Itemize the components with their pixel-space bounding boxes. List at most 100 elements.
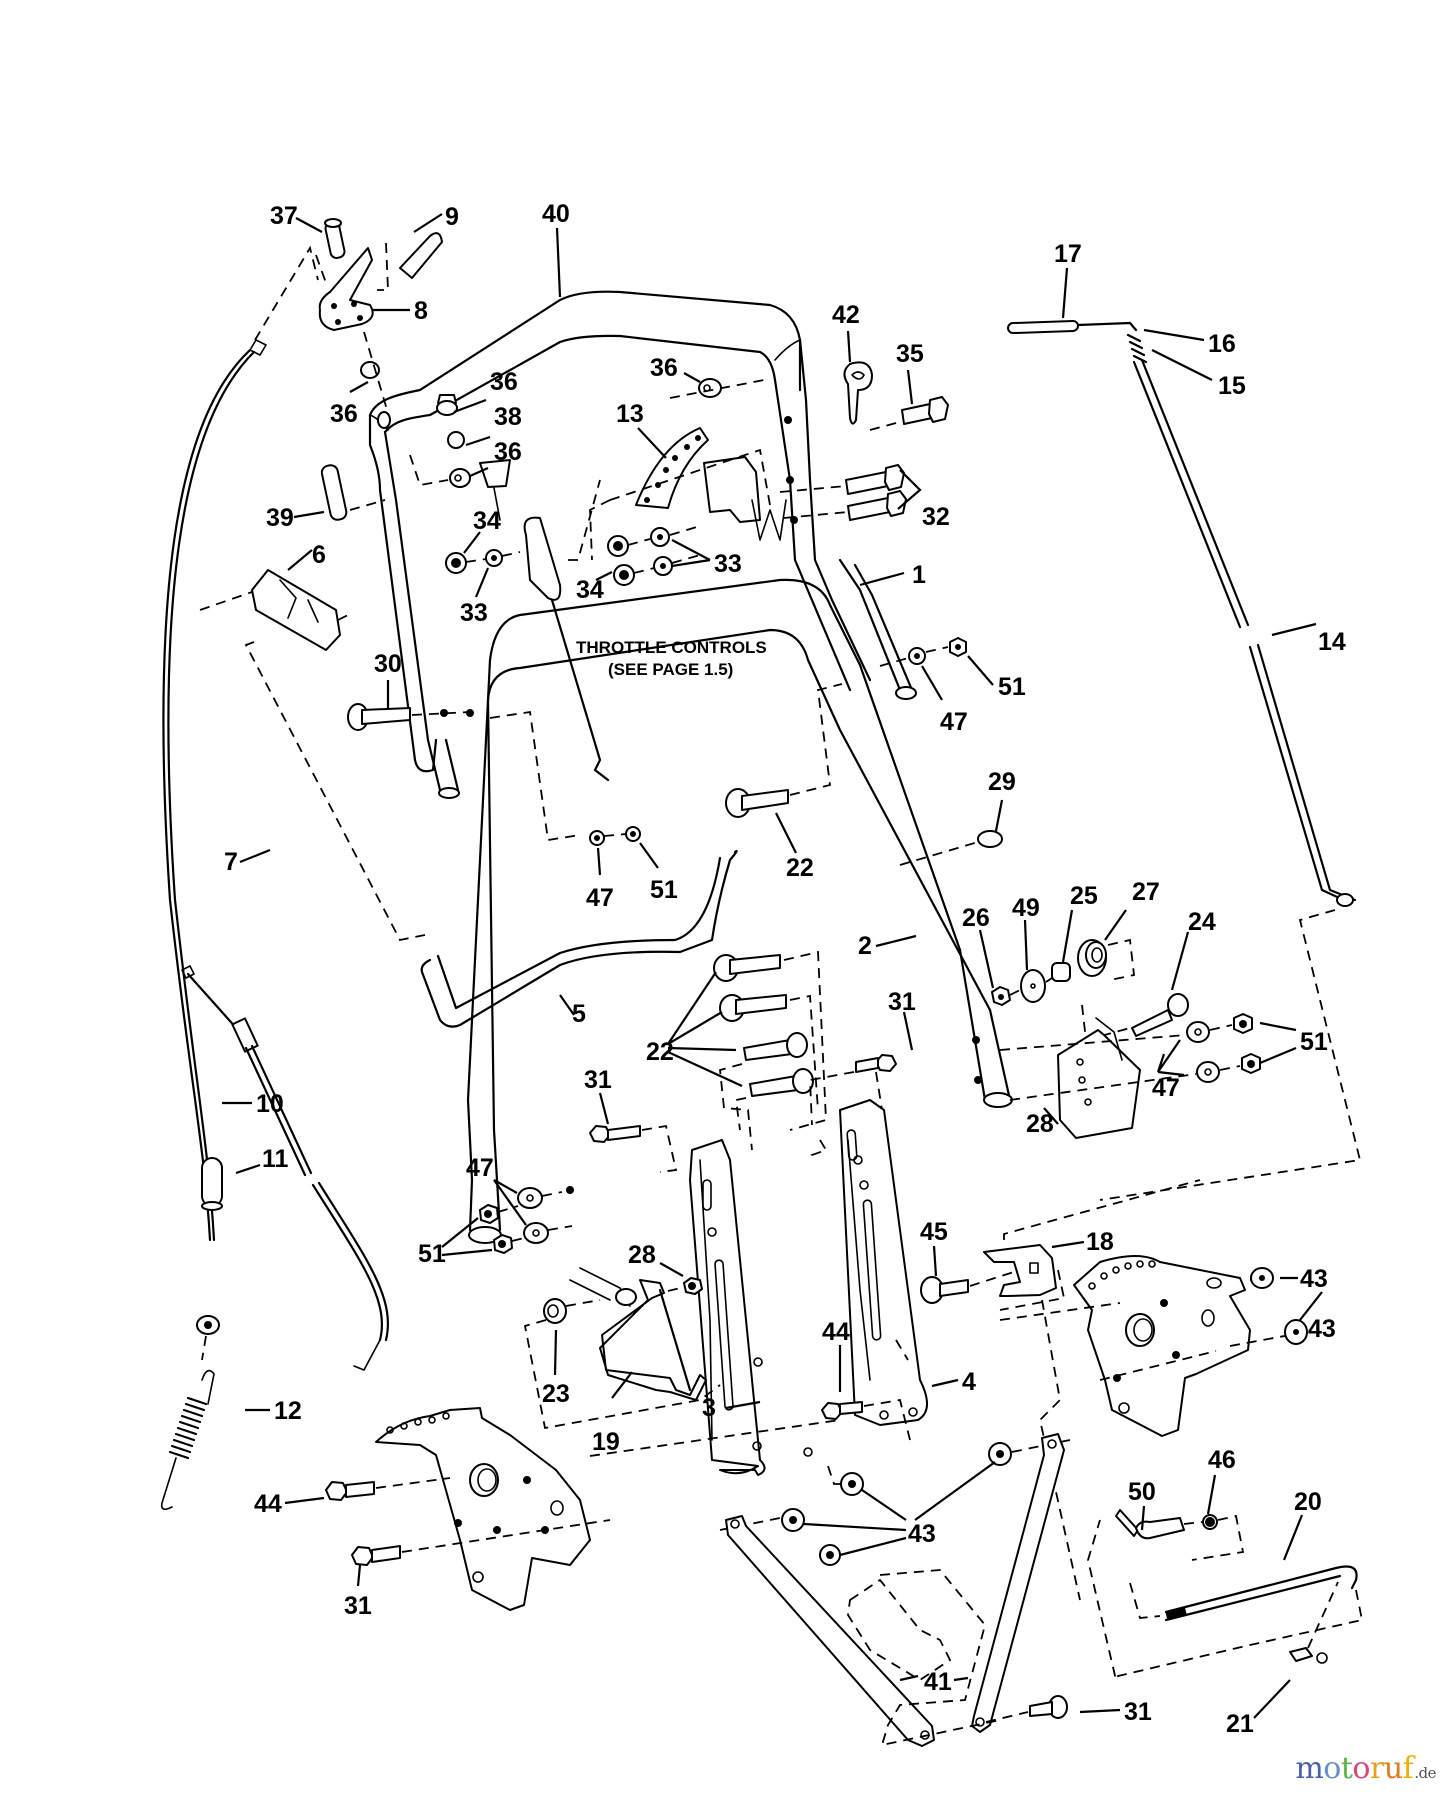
callout-30: 30 bbox=[374, 650, 402, 678]
bolt-31-bottom bbox=[985, 1695, 1068, 1723]
callout-36: 36 bbox=[650, 354, 678, 382]
washer-33-left bbox=[465, 549, 521, 567]
callout-31: 31 bbox=[888, 988, 916, 1016]
rod-5 bbox=[420, 849, 738, 1028]
nut-38 bbox=[447, 431, 465, 449]
callout-15: 15 bbox=[1218, 372, 1246, 400]
bracket-19 bbox=[569, 1267, 707, 1401]
washer-nut-47-51-upper bbox=[879, 637, 967, 667]
callout-28: 28 bbox=[1026, 1110, 1054, 1138]
callout-1: 1 bbox=[912, 561, 926, 589]
leader-lines bbox=[222, 213, 1323, 1719]
pin-37 bbox=[324, 218, 346, 259]
nut-26 bbox=[991, 986, 1011, 1006]
callout-12: 12 bbox=[274, 1397, 302, 1425]
control-lever-8 bbox=[315, 242, 389, 331]
callout-28: 28 bbox=[628, 1241, 656, 1269]
logo-letter: r bbox=[1369, 1751, 1384, 1786]
callout-37: 37 bbox=[270, 202, 298, 230]
callout-47: 47 bbox=[1152, 1074, 1180, 1102]
callout-labels: 37 9 8 40 36 36 38 36 36 42 35 13 32 17 … bbox=[224, 200, 1346, 1738]
callout-33: 33 bbox=[460, 599, 488, 627]
callout-3: 3 bbox=[702, 1394, 716, 1422]
clamp-29 bbox=[899, 830, 1003, 866]
bushing-36-c bbox=[669, 378, 765, 399]
bracket-18 bbox=[983, 1179, 1201, 1601]
callout-50: 50 bbox=[1128, 1478, 1156, 1506]
callout-43: 43 bbox=[908, 1520, 936, 1548]
callout-7: 7 bbox=[224, 848, 238, 876]
callout-35: 35 bbox=[896, 340, 924, 368]
nuts-43-right bbox=[1250, 1267, 1308, 1345]
note-line-1: THROTTLE CONTROLS bbox=[576, 638, 767, 657]
throttle-controls-note: THROTTLE CONTROLS (SEE PAGE 1.5) bbox=[576, 638, 767, 679]
callout-45: 45 bbox=[920, 1218, 948, 1246]
callout-31: 31 bbox=[584, 1066, 612, 1094]
bolt-35 bbox=[869, 396, 949, 431]
callout-23: 23 bbox=[542, 1380, 570, 1408]
callout-26: 26 bbox=[962, 904, 990, 932]
callout-43-right-lower: 43 bbox=[1308, 1315, 1336, 1343]
callout-29: 29 bbox=[988, 768, 1016, 796]
callout-32: 32 bbox=[922, 503, 950, 531]
tube-left-short bbox=[426, 709, 474, 799]
callout-25: 25 bbox=[1070, 882, 1098, 910]
spring-12 bbox=[160, 1369, 215, 1511]
callout-36: 36 bbox=[490, 368, 518, 396]
callout-51: 51 bbox=[650, 876, 678, 904]
logo-letter: u bbox=[1383, 1751, 1403, 1786]
callout-33: 33 bbox=[714, 550, 742, 578]
shift-rod-20 bbox=[1087, 1519, 1364, 1683]
spacer-25 bbox=[1051, 962, 1071, 982]
carriage-bolts-22 bbox=[713, 950, 827, 1151]
sleeve-39 bbox=[320, 464, 386, 521]
washers-33-right bbox=[627, 525, 701, 576]
carriage-bolt-22-upper bbox=[725, 683, 843, 818]
bolt-44-left bbox=[325, 1419, 841, 1501]
bolt-31-mid-right bbox=[809, 1054, 897, 1126]
ferrule-50 bbox=[1115, 1509, 1185, 1540]
bushing-23 bbox=[523, 1298, 721, 1430]
mounting-plate-dashed bbox=[847, 1569, 1001, 1747]
callout-47: 47 bbox=[940, 708, 968, 736]
callout-19: 19 bbox=[592, 1428, 620, 1456]
callout-47: 47 bbox=[466, 1154, 494, 1182]
bushing-36-top bbox=[360, 331, 391, 421]
pulley-27 bbox=[1009, 938, 1135, 996]
callout-44: 44 bbox=[254, 1490, 282, 1518]
shoulder-bolt-45 bbox=[920, 1269, 1021, 1304]
callout-17: 17 bbox=[1054, 240, 1082, 268]
throttle-lever bbox=[479, 459, 610, 782]
callout-34: 34 bbox=[473, 507, 501, 535]
bolt-31-left bbox=[351, 1519, 611, 1566]
shift-rod-17 bbox=[1007, 319, 1138, 335]
upper-handle-40 bbox=[368, 290, 872, 773]
callout-31: 31 bbox=[344, 1592, 372, 1620]
shift-plate-13 bbox=[589, 427, 787, 561]
callout-34: 34 bbox=[576, 576, 604, 604]
carriage-bolt-30 bbox=[347, 703, 471, 731]
callout-40: 40 bbox=[542, 200, 570, 228]
note-line-2: (SEE PAGE 1.5) bbox=[608, 660, 733, 679]
callout-43: 43 bbox=[1300, 1265, 1328, 1293]
callout-49: 49 bbox=[1012, 894, 1040, 922]
callout-14: 14 bbox=[1318, 628, 1346, 656]
callout-2: 2 bbox=[858, 932, 872, 960]
nut-28-small bbox=[667, 1277, 703, 1295]
callout-6: 6 bbox=[312, 541, 326, 569]
handle-bracket-3 bbox=[689, 1139, 813, 1476]
cable-10 bbox=[162, 245, 319, 1242]
handle-bracket-4 bbox=[810, 1099, 928, 1426]
washer-nut-47-51-center bbox=[489, 710, 641, 846]
brace-41-left bbox=[725, 1515, 935, 1747]
motoruf-watermark-logo: motoruf.de bbox=[1295, 1751, 1436, 1786]
nut-46 bbox=[1183, 1514, 1245, 1561]
callout-4: 4 bbox=[962, 1368, 976, 1396]
callout-31: 31 bbox=[1124, 1698, 1152, 1726]
callout-8: 8 bbox=[414, 297, 428, 325]
bracket-28 bbox=[1057, 1017, 1141, 1139]
bolt-44-center bbox=[821, 1398, 911, 1441]
plate-left bbox=[375, 1407, 591, 1611]
callout-44: 44 bbox=[822, 1318, 850, 1346]
callout-38: 38 bbox=[494, 403, 522, 431]
